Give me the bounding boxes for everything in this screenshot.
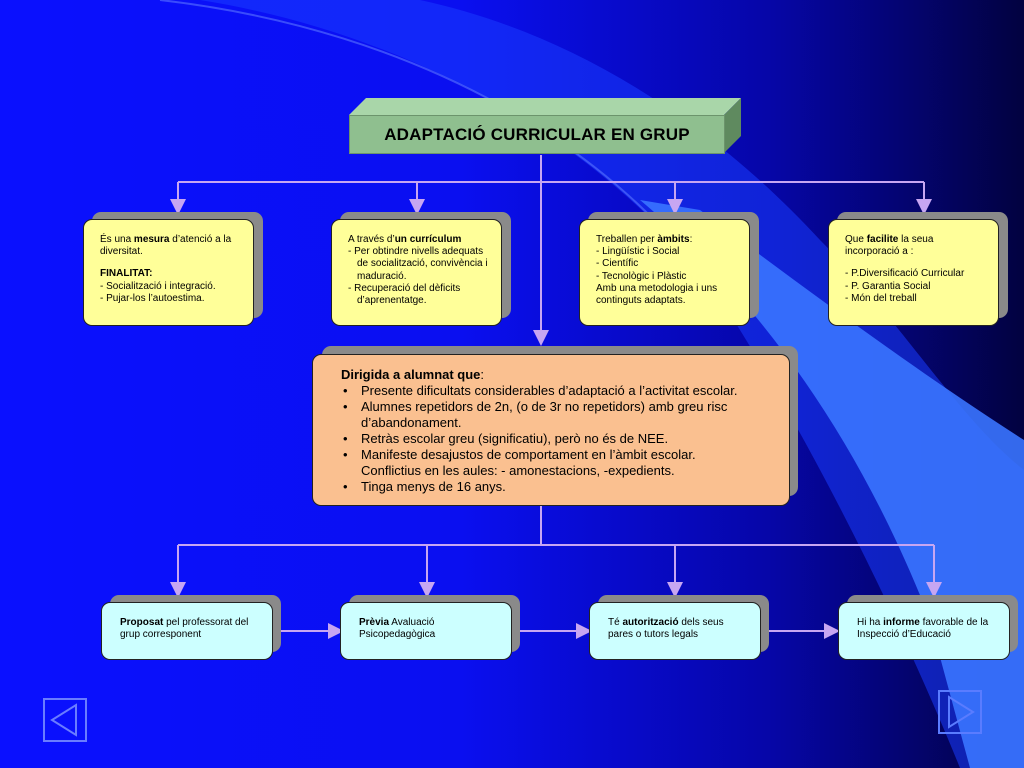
- title-bevel: [349, 98, 741, 153]
- step-proposat: Proposat pel professorat del grup corres…: [101, 602, 273, 660]
- list-item: Manifeste desajustos de comportament en …: [341, 447, 759, 479]
- list-item: Alumnes repetidors de 2n, (o de 3r no re…: [341, 399, 759, 431]
- prev-slide-icon: [43, 698, 87, 742]
- next-slide-button[interactable]: [938, 690, 982, 734]
- list-item: Presente dificultats considerables d’ada…: [341, 383, 759, 399]
- card-mesura: És una mesura d’atenció a la diversitat.…: [83, 219, 254, 326]
- prev-slide-button[interactable]: [43, 698, 87, 742]
- step-avaluacio: Prèvia Avaluació Psicopedagògica: [340, 602, 512, 660]
- next-slide-icon: [938, 690, 982, 734]
- target-students-list: Presente dificultats considerables d’ada…: [341, 383, 759, 495]
- card-ambits: Treballen per àmbits: - Lingüístic i Soc…: [579, 219, 750, 326]
- diagram-title-block: ADAPTACIÓ CURRICULAR EN GRUP: [349, 98, 741, 154]
- card-curriculum: A través d’un currículum - Per obtindre …: [331, 219, 502, 326]
- step-autoritzacio: Té autorització dels seus pares o tutors…: [589, 602, 761, 660]
- diagram-title: ADAPTACIÓ CURRICULAR EN GRUP: [349, 115, 725, 154]
- list-item: Retràs escolar greu (significatiu), però…: [341, 431, 759, 447]
- target-students-box: Dirigida a alumnat que: Presente dificul…: [312, 354, 790, 506]
- list-item: Tinga menys de 16 anys.: [341, 479, 759, 495]
- step-informe: Hi ha informe favorable de la Inspecció …: [838, 602, 1010, 660]
- card-incorporacio: Que facilite la seua incorporació a : - …: [828, 219, 999, 326]
